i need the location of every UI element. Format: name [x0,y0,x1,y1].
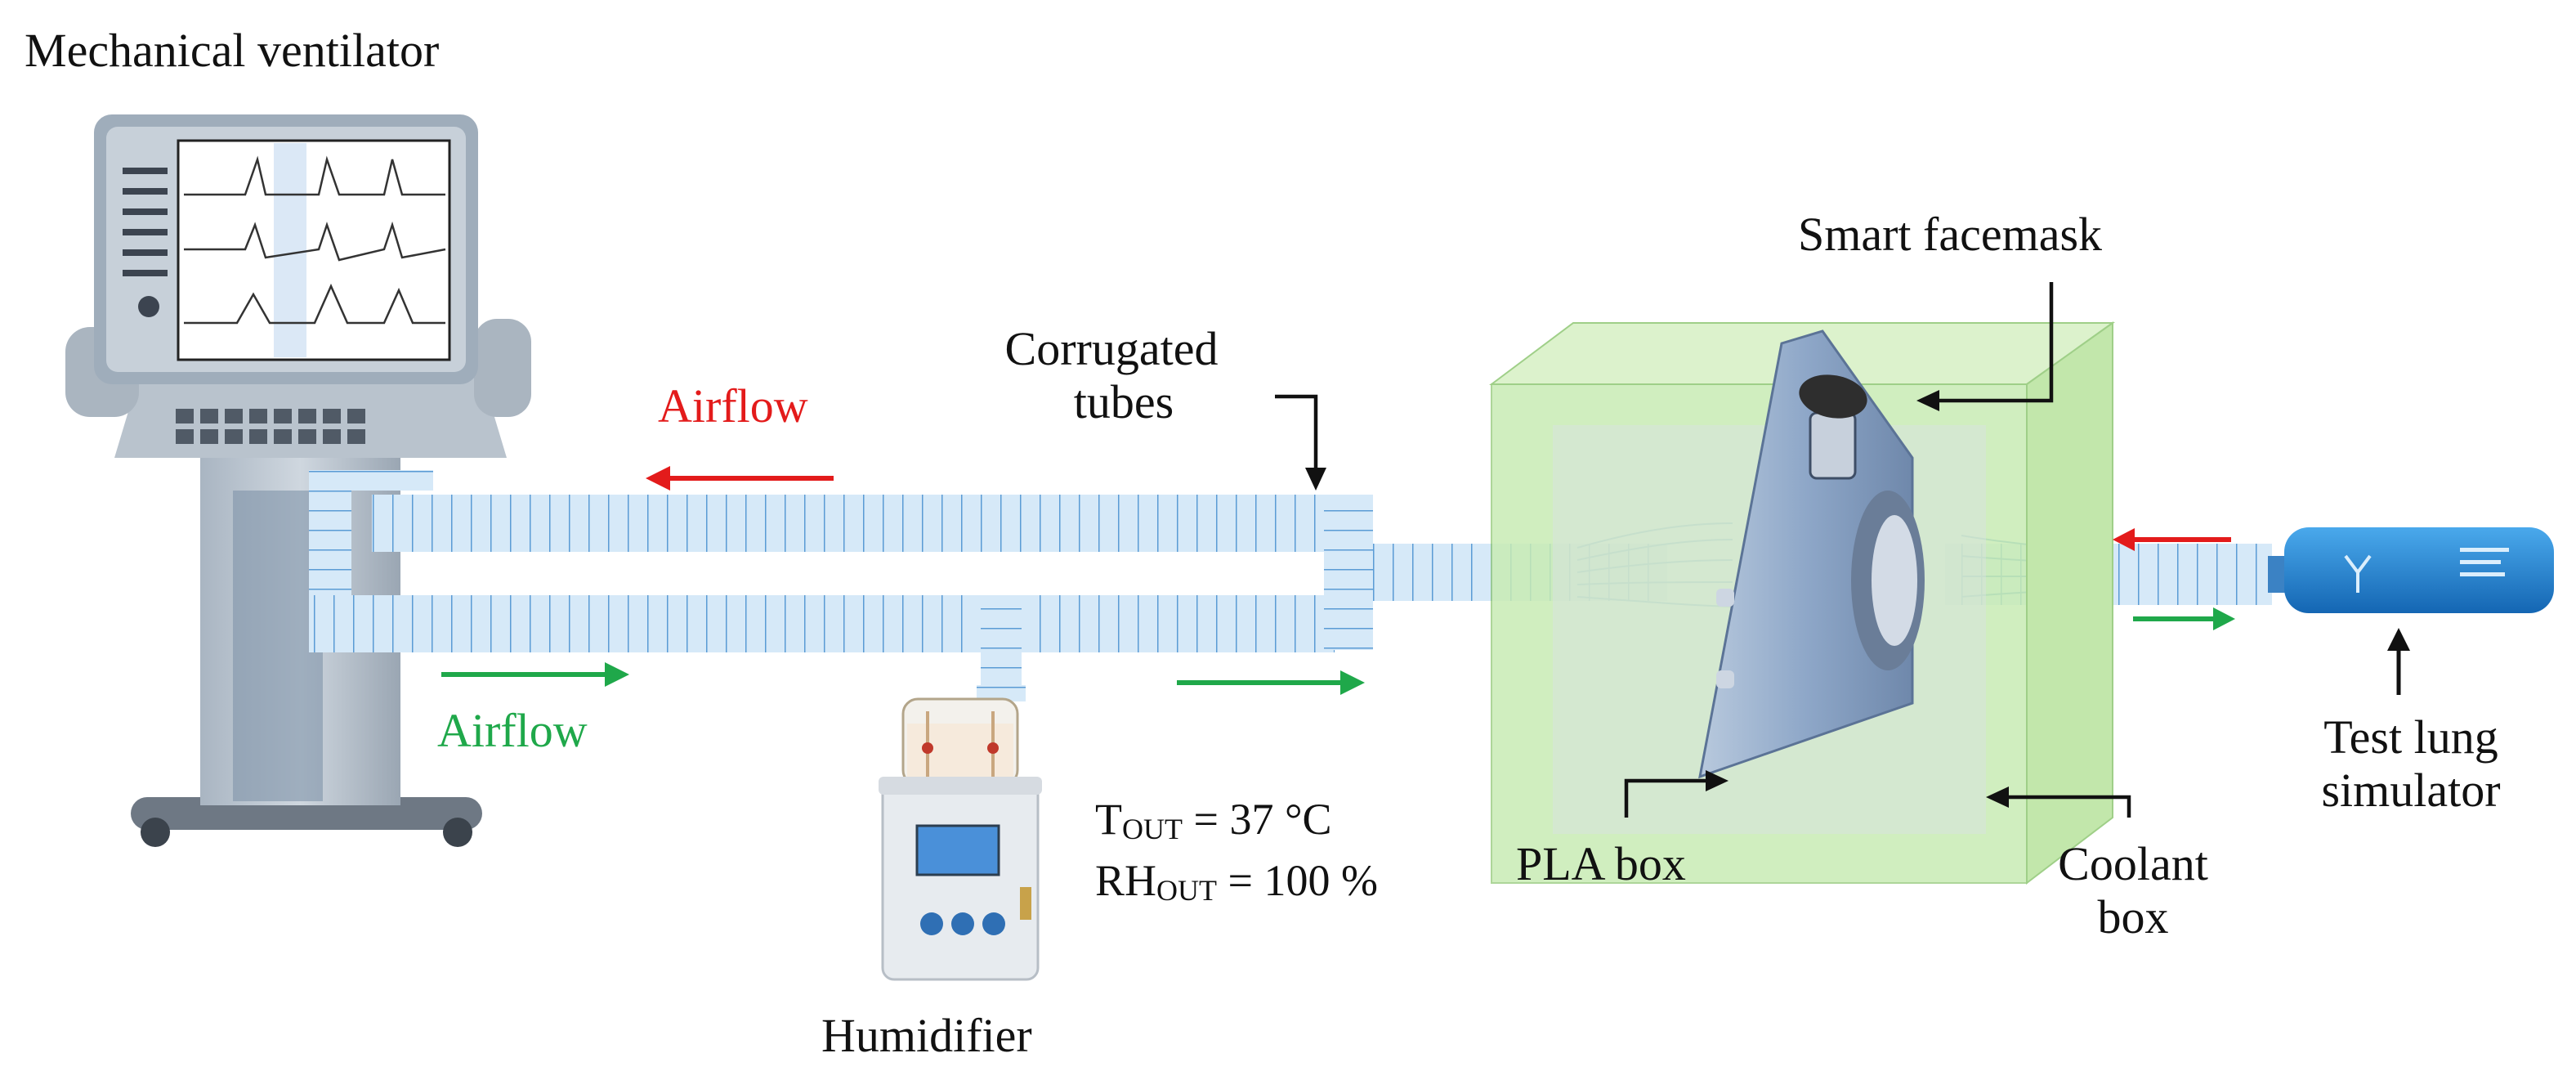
ventilator-side-buttons [123,168,168,276]
humidifier-display [915,824,1000,876]
humidifier-humidity: RHOUT = 100 % [1095,854,1378,908]
temp-value: = 37 °C [1183,795,1332,844]
humidifier-knob [951,912,974,935]
ventilator-wheel [141,818,170,847]
label-smart-facemask: Smart facemask [1798,208,2103,261]
label-test-lung-simulator: Test lung simulator [2272,710,2550,818]
arrow-airflow-in-head [2213,607,2235,630]
label-coolant-box-line2: box [2097,890,2169,943]
humidifier-body [881,782,1040,981]
ventilator-screen-highlight [274,143,306,357]
label-corrugated-tubes: Corrugated tubes [940,322,1283,429]
tube-ventilator-connector [351,470,433,491]
label-pla-box: PLA box [1516,837,1686,890]
tube-right-connector [1324,495,1373,650]
leader-corrugated-tubes [1275,394,1318,474]
temp-symbol: T [1095,795,1122,844]
label-corrugated-tubes-line1: Corrugated [1004,322,1219,375]
label-test-lung-line2: simulator [2321,763,2501,817]
sensor-chip [1799,374,1867,419]
tube-upper [372,495,1373,552]
rh-symbol: RH [1095,856,1157,905]
label-humidifier: Humidifier [821,1009,1032,1062]
rh-subscript: OUT [1156,874,1218,907]
label-airflow-bottom: Airflow [437,704,588,757]
arrow-airflow-out-head [646,466,670,491]
lung-logo-icon [2344,554,2372,593]
temp-subscript: OUT [1122,813,1183,845]
sensor-housing [1809,411,1857,480]
leader-coolant-box [2006,795,2131,818]
arrow-airflow-out-head [2113,528,2135,551]
leader-smart-facemask [1937,282,2054,403]
ventilator-right-arm [474,319,531,417]
humidifier-lid [879,777,1042,795]
humidifier [879,697,1042,981]
test-lung-simulator [2268,527,2554,613]
humidifier-port [1020,887,1031,920]
humidifier-indicator [922,742,933,754]
rh-value: = 100 % [1217,856,1378,905]
ventilator-wheel [443,818,472,847]
label-coolant-box: Coolant box [1994,837,2272,944]
ventilator-keys [176,409,365,444]
ventilator-waveforms [184,155,446,325]
ventilator-column-shade [233,491,323,801]
label-coolant-box-line1: Coolant [2058,837,2208,890]
tube-humidifier-connector [981,595,1022,685]
label-mechanical-ventilator: Mechanical ventilator [25,24,440,77]
humidifier-knob [920,912,943,935]
label-airflow-top: Airflow [658,379,808,432]
arrow-airflow-in-head [605,662,629,687]
ventilator-power-icon [138,296,159,317]
humidifier-indicator [987,742,999,754]
ventilator [65,114,531,847]
tube-lower [309,595,1335,652]
leader-pla-box [1624,778,1708,818]
humidifier-water [907,724,1013,781]
arrow-airflow-in-head [1340,670,1365,695]
humidifier-knob [982,912,1005,935]
tube-humidifier-connector [977,685,1026,701]
label-corrugated-tubes-line2: tubes [1073,374,1174,428]
smart-facemask [1698,329,1925,779]
arrows [441,282,2410,818]
humidifier-temperature: TOUT = 37 °C [1095,793,1332,847]
label-test-lung-line1: Test lung [2323,710,2498,764]
